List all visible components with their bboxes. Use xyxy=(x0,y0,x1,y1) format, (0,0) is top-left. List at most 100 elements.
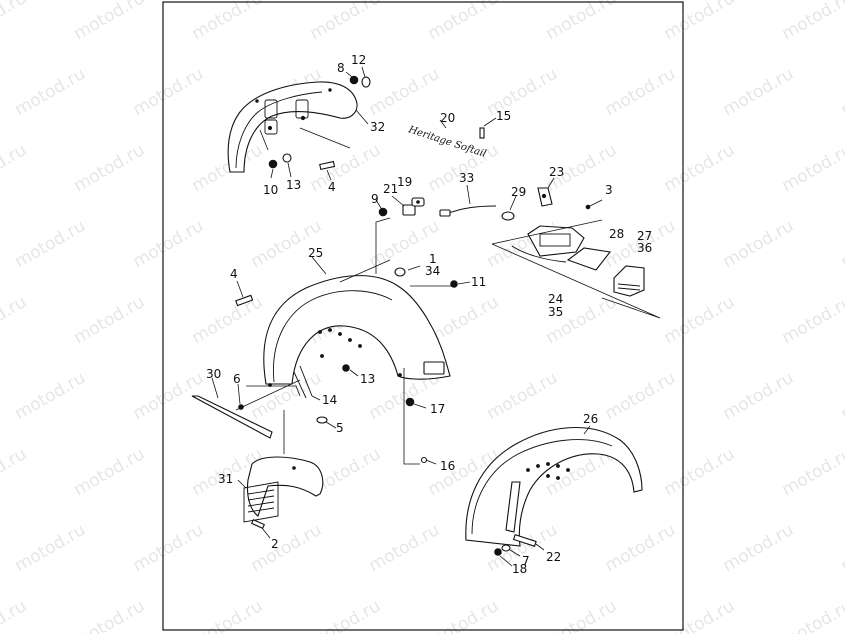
grommet-1-34 xyxy=(394,265,421,277)
watermark-text: motod.ru xyxy=(307,0,385,44)
callout-8: 8 xyxy=(337,61,345,75)
watermark-text: motod.ru xyxy=(130,520,208,576)
callout-4-top: 4 xyxy=(328,180,336,194)
watermark-text: motod.ru xyxy=(720,64,798,120)
nut-13-rear xyxy=(342,364,359,377)
emblem-script: Heritage Softail xyxy=(406,124,487,160)
watermark-text: motod.ru xyxy=(543,596,621,634)
watermark-text: motod.ru xyxy=(189,0,267,44)
watermark-text: motod.ru xyxy=(189,596,267,634)
callout-11: 11 xyxy=(471,275,486,289)
watermark-text: motod.ru xyxy=(71,444,149,500)
watermark-text: motod.ru xyxy=(0,140,30,196)
clip-15 xyxy=(479,117,497,139)
callout-14: 14 xyxy=(322,393,337,407)
bracket-21 xyxy=(391,195,416,216)
callout-32: 32 xyxy=(370,120,385,134)
callout-18: 18 xyxy=(512,562,527,576)
screw-3 xyxy=(585,199,603,210)
callout-27: 27 xyxy=(637,229,652,243)
washer-7 xyxy=(501,544,521,557)
watermark-text: motod.ru xyxy=(189,292,267,348)
nut-11 xyxy=(450,280,471,288)
nut-16 xyxy=(420,456,437,465)
watermark-text: motod.ru xyxy=(838,216,845,272)
watermark-text: motod.ru xyxy=(366,64,444,120)
callout-29: 29 xyxy=(511,185,526,199)
callout-10: 10 xyxy=(263,183,278,197)
watermark-text: motod.ru xyxy=(0,444,30,500)
watermark-text: motod.ru xyxy=(248,520,326,576)
callout-26: 26 xyxy=(583,412,598,426)
callout-34: 34 xyxy=(425,264,440,278)
emblem-20: Heritage Softail xyxy=(406,119,488,160)
nut-18 xyxy=(494,548,513,567)
watermark-text: motod.ru xyxy=(543,0,621,44)
callout-7: 7 xyxy=(522,554,530,568)
watermark-text: motod.ru xyxy=(0,292,30,348)
nut-13-top xyxy=(282,153,292,178)
watermark-text: motod.ru xyxy=(779,444,845,500)
watermark-text: motod.ru xyxy=(0,0,30,44)
callout-5: 5 xyxy=(336,421,344,435)
watermark-text: motod.ru xyxy=(720,216,798,272)
watermark-text: motod.ru xyxy=(425,596,503,634)
watermark-text: motod.ru xyxy=(71,0,149,44)
bolt-12 xyxy=(361,66,371,88)
callout-28: 28 xyxy=(609,227,624,241)
callout-9: 9 xyxy=(371,192,379,206)
callout-19: 19 xyxy=(397,175,412,189)
nut-9 xyxy=(375,199,388,217)
bracket-23 xyxy=(537,177,555,207)
watermark-text: motod.ru xyxy=(71,596,149,634)
watermark-text: motod.ru xyxy=(366,520,444,576)
watermark-text: motod.ru xyxy=(248,216,326,272)
front-fender-32 xyxy=(227,81,358,173)
bolt-4-rear xyxy=(235,280,254,307)
callout-17: 17 xyxy=(430,402,445,416)
watermark-text: motod.ru xyxy=(838,64,845,120)
nut-8 xyxy=(345,71,359,85)
leader-32 xyxy=(355,109,369,125)
callout-20: 20 xyxy=(440,111,455,125)
watermark-text: motod.ru xyxy=(307,140,385,196)
screw-2 xyxy=(250,519,271,539)
rear-fender-25 xyxy=(263,256,451,387)
watermark-text: motod.ru xyxy=(71,140,149,196)
bolt-22 xyxy=(512,534,545,551)
watermark-text: motod.ru xyxy=(661,444,739,500)
watermark-text: motod.ru xyxy=(602,64,680,120)
callout-23: 23 xyxy=(549,165,564,179)
watermark-text: motod.ru xyxy=(12,520,90,576)
watermark-text: motod.ru xyxy=(12,64,90,120)
watermark-text: motod.ru xyxy=(307,596,385,634)
lamp-socket-19 xyxy=(411,197,425,207)
license-bracket-31 xyxy=(237,456,324,523)
callout-16: 16 xyxy=(440,459,455,473)
strut-14 xyxy=(293,365,321,401)
watermark-text: motod.ru xyxy=(661,292,739,348)
leader-box-tail xyxy=(491,219,661,319)
leader-group-front xyxy=(259,127,351,151)
watermark-text: motod.ru xyxy=(720,520,798,576)
watermark-text: motod.ru xyxy=(602,368,680,424)
callout-2: 2 xyxy=(271,537,279,551)
watermark-text: motod.ru xyxy=(838,520,845,576)
watermark-text: motod.ru xyxy=(661,596,739,634)
diagram-border xyxy=(162,1,684,631)
callout-15: 15 xyxy=(496,109,511,123)
callouts: 12 8 32 20 15 10 13 4 21 19 9 33 29 23 3… xyxy=(206,53,652,576)
front-fender-26 xyxy=(465,425,643,547)
callout-24: 24 xyxy=(548,292,563,306)
callout-22: 22 xyxy=(546,550,561,564)
watermark-text: motod.ru xyxy=(602,520,680,576)
nut-10 xyxy=(268,159,278,179)
watermark-text: motod.ru xyxy=(779,292,845,348)
callout-30: 30 xyxy=(206,367,221,381)
bolt-4-top xyxy=(319,160,336,181)
screw-6 xyxy=(237,383,244,410)
callout-25: 25 xyxy=(308,246,323,260)
watermark-text: motod.ru xyxy=(779,0,845,44)
watermark-text: motod.ru xyxy=(779,140,845,196)
